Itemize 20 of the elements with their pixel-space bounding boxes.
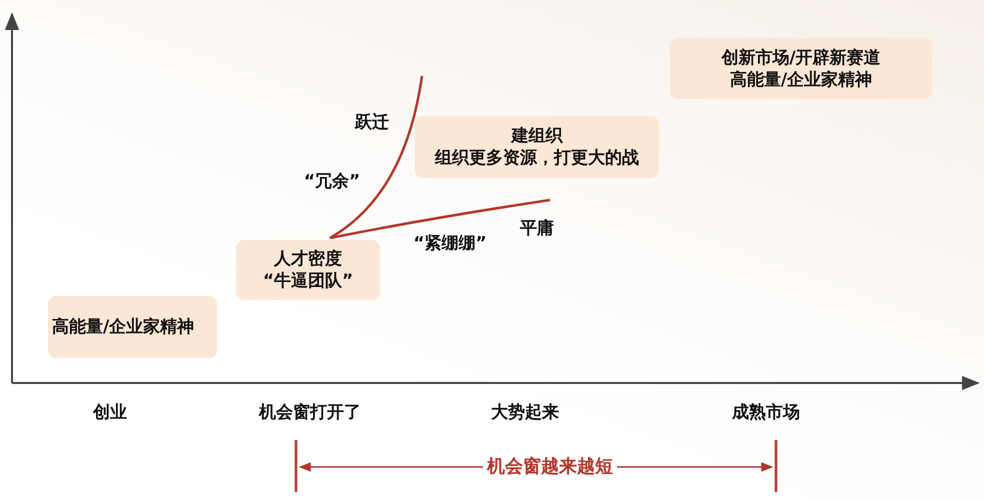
- box-text: 创新市场/开辟新赛道: [721, 46, 881, 68]
- text-box: [415, 116, 659, 178]
- box-text: “牛逼团队”: [262, 270, 354, 292]
- box-text: 人才密度: [274, 248, 342, 270]
- text-box: [48, 296, 217, 358]
- curve-label: 跃迁: [355, 112, 389, 134]
- axis-label: 创业: [93, 402, 127, 424]
- axis-label: 机会窗打开了: [259, 402, 361, 424]
- box-text: 建组织: [512, 125, 562, 147]
- box-text: 组织更多资源，打更大的战: [435, 147, 639, 169]
- axis-label: 成熟市场: [732, 402, 800, 424]
- box-text: 高能量/企业家精神: [52, 316, 194, 338]
- curve-label: 平庸: [520, 218, 554, 240]
- text-box: [236, 240, 380, 300]
- axis-label: 大势起来: [491, 402, 559, 424]
- curve-label: “紧绷绷”: [413, 232, 487, 254]
- box-text: 高能量/企业家精神: [730, 68, 872, 90]
- dimension-label: 机会窗越来越短: [483, 454, 617, 478]
- curve-label: “冗余”: [304, 170, 360, 192]
- text-box: [670, 38, 932, 99]
